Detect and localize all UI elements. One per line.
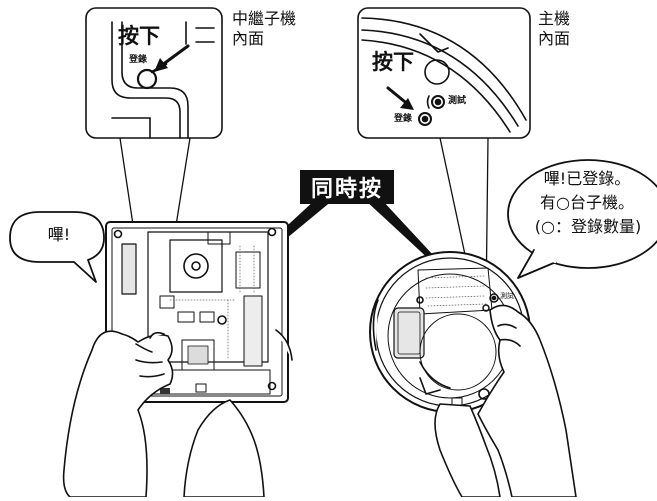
left-speech-bubble-shape xyxy=(9,211,105,283)
main-unit-register-label: 登錄 xyxy=(394,114,413,124)
device-test-label: 測試 xyxy=(500,292,514,300)
main-unit-caption-line2: 內面 xyxy=(538,29,571,48)
main-unit-device xyxy=(369,251,531,413)
main-unit-press-label: 按下 xyxy=(372,50,414,74)
right-hands xyxy=(372,299,577,498)
sub-unit-press-label: 按下 xyxy=(118,24,160,48)
left-bubble-text: 嗶! xyxy=(47,225,71,244)
sub-unit-caption-line2: 內面 xyxy=(232,29,265,48)
simultaneous-press-banner: 同時按 xyxy=(300,170,394,204)
right-bubble-line2: 有○台子機。 xyxy=(540,193,634,212)
sub-unit-caption-line1: 中繼子機 xyxy=(232,9,297,28)
right-bubble-line1: 嗶!已登錄。 xyxy=(543,169,631,188)
left-hands xyxy=(62,329,293,498)
main-unit-test-label: 測試 xyxy=(448,96,467,106)
right-speech-bubble-shape xyxy=(507,159,657,279)
main-unit-caption-line1: 主機 xyxy=(538,9,571,28)
main-unit-callout-frame xyxy=(357,7,531,139)
sub-unit-callout-frame xyxy=(85,7,223,139)
sub-unit-register-button-label: 登錄 xyxy=(129,55,148,65)
right-bubble-line3: (○：登錄數量) xyxy=(534,217,642,236)
